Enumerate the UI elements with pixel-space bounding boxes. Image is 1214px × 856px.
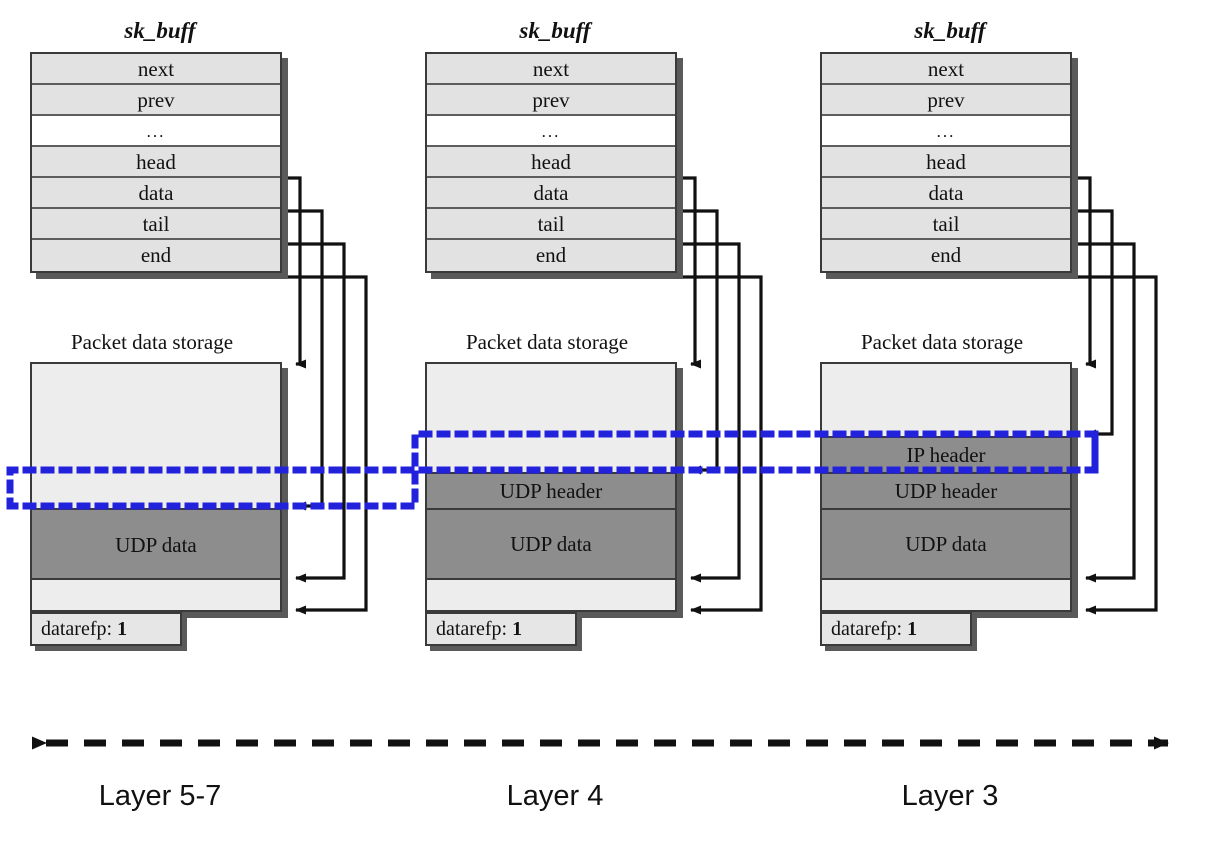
datarefp-value: 1 bbox=[117, 618, 128, 640]
skbuff-field-data: data bbox=[822, 178, 1070, 209]
segment-udp-data: UDP data bbox=[32, 508, 280, 578]
skbuff-field-head: head bbox=[822, 147, 1070, 178]
skbuff-field-prev: prev bbox=[32, 85, 280, 116]
layer-label-5-7: Layer 5-7 bbox=[98, 780, 222, 812]
segment-udp-data: UDP data bbox=[427, 508, 675, 578]
datarefp-label: datarefp: bbox=[41, 618, 113, 640]
skbuff-field-ellipsis: ... bbox=[822, 116, 1070, 147]
datarefp-value: 1 bbox=[512, 618, 523, 640]
storage-title-layer-3: Packet data storage bbox=[860, 330, 1024, 354]
layer-label-3: Layer 3 bbox=[901, 780, 999, 812]
skbuff-box-layer-4: next prev ... head data tail end bbox=[425, 52, 677, 273]
skbuff-field-head: head bbox=[427, 147, 675, 178]
skbuff-field-data: data bbox=[427, 178, 675, 209]
skbuff-field-next: next bbox=[32, 54, 280, 85]
struct-title-layer-4: sk_buff bbox=[519, 18, 591, 43]
datarefp-value: 1 bbox=[907, 618, 918, 640]
arrow-tail-pointer bbox=[288, 242, 346, 583]
arrow-head-pointer bbox=[683, 176, 701, 369]
skbuff-field-next: next bbox=[822, 54, 1070, 85]
struct-title-layer-5-7: sk_buff bbox=[124, 18, 196, 43]
arrow-end-pointer bbox=[288, 275, 368, 615]
segment-udp-data: UDP data bbox=[822, 508, 1070, 578]
skbuff-field-next: next bbox=[427, 54, 675, 85]
packet-storage-layer-5-7: UDP data bbox=[30, 362, 282, 612]
packet-storage-layer-4: UDP header UDP data bbox=[425, 362, 677, 612]
segment-tailroom bbox=[822, 578, 1070, 610]
storage-title-layer-4: Packet data storage bbox=[465, 330, 629, 354]
skbuff-field-prev: prev bbox=[822, 85, 1070, 116]
pointer-arrows-layer-4 bbox=[683, 176, 763, 615]
segment-ip-header: IP header bbox=[822, 436, 1070, 472]
layer-label-4: Layer 4 bbox=[506, 780, 604, 812]
skbuff-field-ellipsis: ... bbox=[32, 116, 280, 147]
skbuff-field-ellipsis: ... bbox=[427, 116, 675, 147]
segment-headroom bbox=[32, 364, 280, 508]
arrow-tail-pointer bbox=[683, 242, 741, 583]
pointer-arrows-layer-5-7 bbox=[288, 176, 368, 615]
skbuff-field-head: head bbox=[32, 147, 280, 178]
arrow-data-pointer bbox=[683, 209, 719, 475]
pointer-arrows-layer-3 bbox=[1078, 176, 1158, 615]
struct-title-layer-3: sk_buff bbox=[914, 18, 986, 43]
skbuff-field-end: end bbox=[32, 240, 280, 271]
datarefp-label: datarefp: bbox=[831, 618, 903, 640]
arrow-end-pointer bbox=[1078, 275, 1158, 615]
skbuff-field-tail: tail bbox=[427, 209, 675, 240]
segment-headroom bbox=[822, 364, 1070, 436]
skbuff-box-layer-3: next prev ... head data tail end bbox=[820, 52, 1072, 273]
segment-headroom bbox=[427, 364, 675, 472]
skbuff-field-tail: tail bbox=[822, 209, 1070, 240]
skbuff-field-prev: prev bbox=[427, 85, 675, 116]
arrow-data-pointer bbox=[288, 209, 324, 511]
skbuff-field-data: data bbox=[32, 178, 280, 209]
arrow-data-pointer bbox=[1078, 209, 1114, 439]
arrow-end-pointer bbox=[683, 275, 763, 615]
storage-title-layer-5-7: Packet data storage bbox=[70, 330, 234, 354]
arrow-tail-pointer bbox=[1078, 242, 1136, 583]
skbuff-field-end: end bbox=[427, 240, 675, 271]
arrow-head-pointer bbox=[1078, 176, 1096, 369]
arrow-head-pointer bbox=[288, 176, 306, 369]
datarefp-layer-4: datarefp: 1 bbox=[425, 612, 577, 646]
skbuff-field-tail: tail bbox=[32, 209, 280, 240]
datarefp-layer-3: datarefp: 1 bbox=[820, 612, 972, 646]
packet-storage-layer-3: IP header UDP header UDP data bbox=[820, 362, 1072, 612]
segment-udp-header: UDP header bbox=[822, 472, 1070, 508]
datarefp-layer-5-7: datarefp: 1 bbox=[30, 612, 182, 646]
skbuff-box-layer-5-7: next prev ... head data tail end bbox=[30, 52, 282, 273]
skbuff-field-end: end bbox=[822, 240, 1070, 271]
segment-tailroom bbox=[427, 578, 675, 610]
segment-tailroom bbox=[32, 578, 280, 610]
segment-udp-header: UDP header bbox=[427, 472, 675, 508]
datarefp-label: datarefp: bbox=[436, 618, 508, 640]
